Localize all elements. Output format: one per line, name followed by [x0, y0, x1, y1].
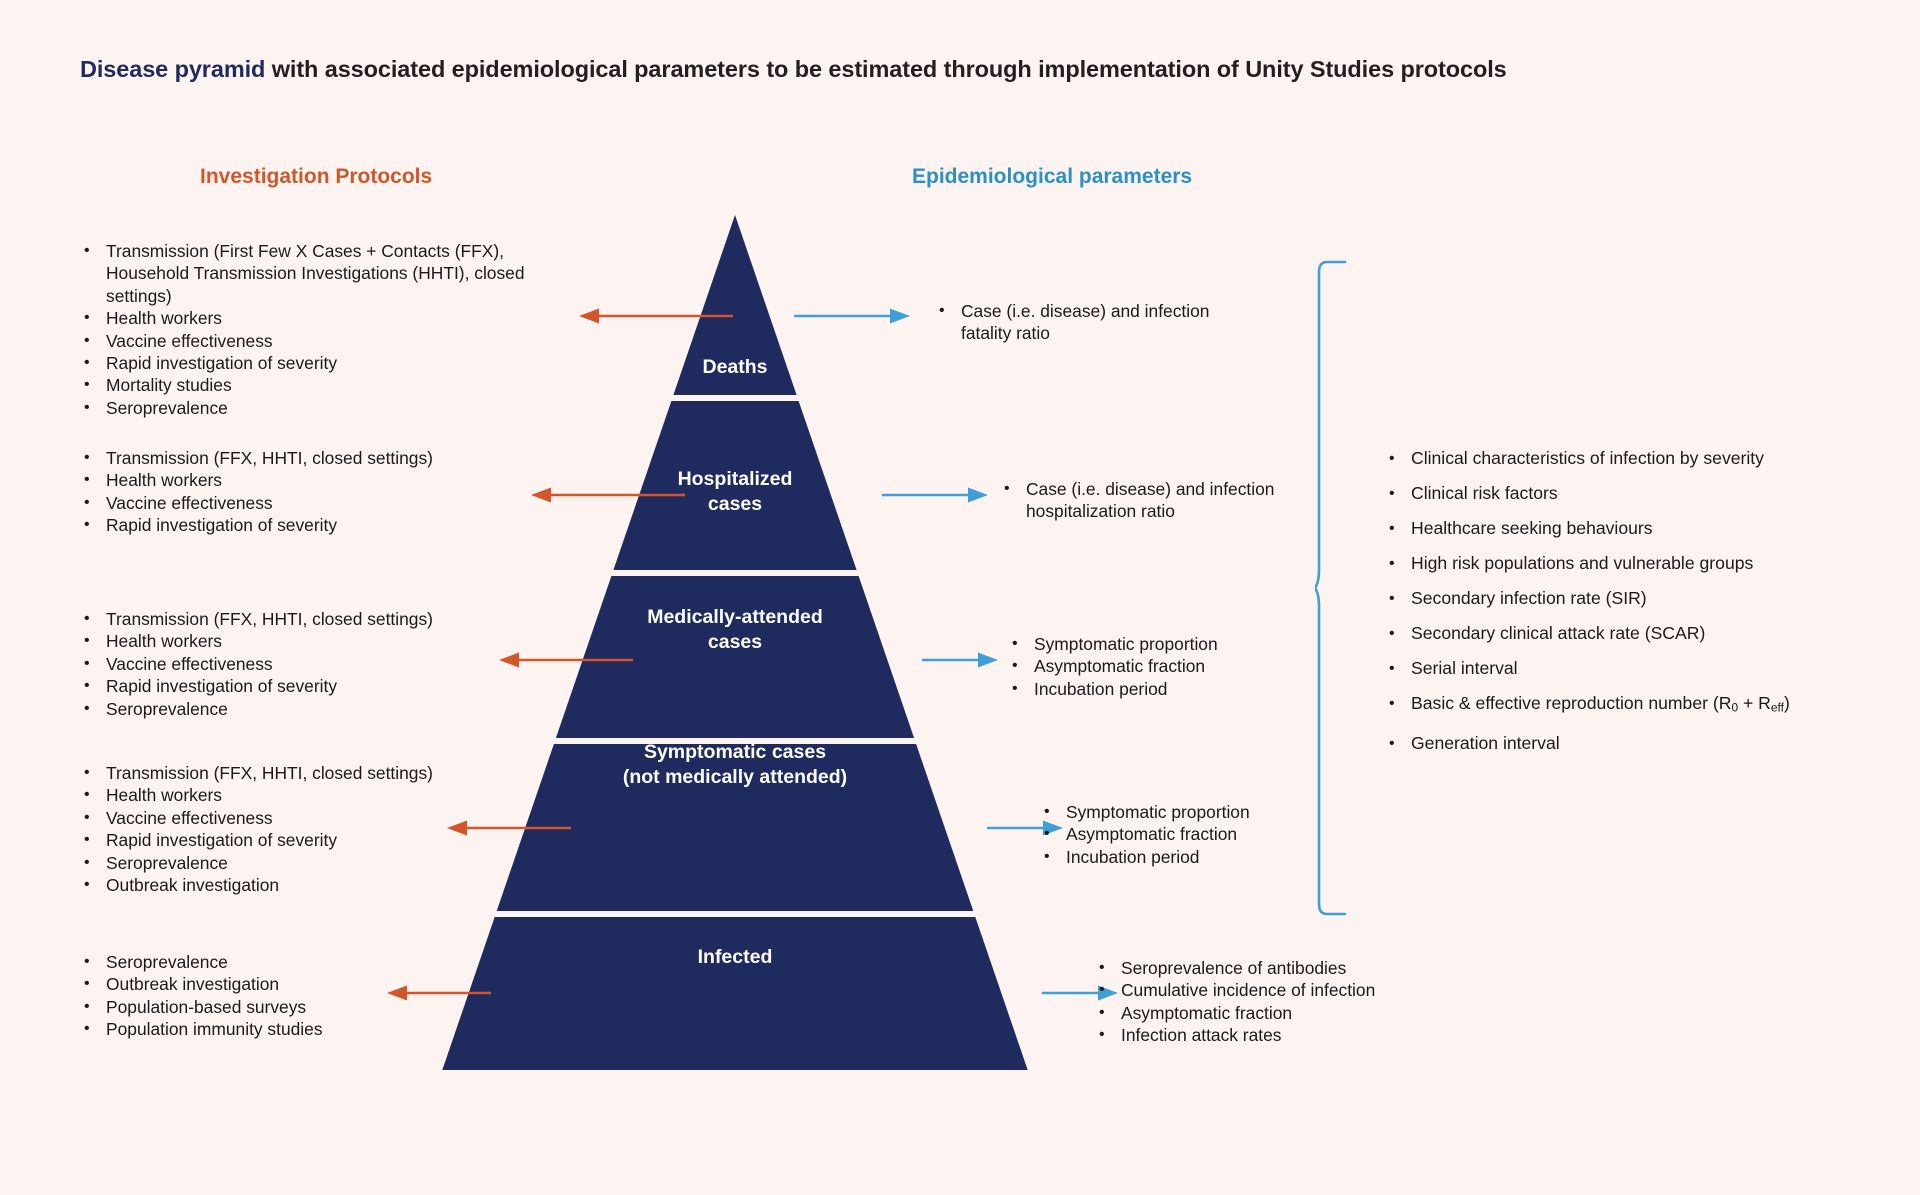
- list-item: Population-based surveys: [80, 996, 550, 1019]
- list-item: Transmission (First Few X Cases + Contac…: [80, 240, 550, 307]
- parameters-group-medically-attended: Symptomatic proportion Asymptomatic frac…: [1008, 633, 1308, 701]
- list-item: Mortality studies: [80, 374, 550, 397]
- list-item: Rapid investigation of severity: [80, 514, 550, 537]
- list-item: Clinical risk factors: [1385, 476, 1885, 511]
- pyramid-svg: [442, 215, 1028, 1070]
- protocols-group-symptomatic: Transmission (FFX, HHTI, closed settings…: [80, 762, 550, 897]
- repro-prefix: Basic & effective reproduction number (R: [1411, 693, 1732, 713]
- parameters-group-symptomatic: Symptomatic proportion Asymptomatic frac…: [1040, 801, 1340, 869]
- list-item: Cumulative incidence of infection: [1095, 979, 1435, 1002]
- list-item: Seroprevalence: [80, 698, 550, 721]
- list-item: Rapid investigation of severity: [80, 352, 550, 375]
- arrow-right-hospitalized: [882, 487, 988, 503]
- list-item: Vaccine effectiveness: [80, 653, 550, 676]
- pyramid-tier-infected[interactable]: [442, 917, 1028, 1070]
- parameters-group-hospitalized: Case (i.e. disease) and infection hospit…: [1000, 478, 1300, 523]
- list-item: Vaccine effectiveness: [80, 492, 550, 515]
- list-item: Generation interval: [1385, 726, 1885, 761]
- protocols-group-infected: Seroprevalence Outbreak investigation Po…: [80, 951, 550, 1041]
- list-item: Seroprevalence: [80, 852, 550, 875]
- list-item: Case (i.e. disease) and infection hospit…: [1000, 478, 1300, 523]
- column-header-epidemiological-parameters: Epidemiological parameters: [912, 165, 1193, 188]
- protocols-group-medically-attended: Transmission (FFX, HHTI, closed settings…: [80, 608, 550, 720]
- list-item: Vaccine effectiveness: [80, 330, 550, 353]
- list-item: Rapid investigation of severity: [80, 829, 550, 852]
- list-item: Population immunity studies: [80, 1018, 550, 1041]
- list-item: Outbreak investigation: [80, 973, 550, 996]
- list-item: Symptomatic proportion: [1008, 633, 1308, 656]
- pyramid-tier-deaths[interactable]: [673, 215, 797, 395]
- list-item: Seroprevalence: [80, 397, 550, 420]
- repro-suffix: ): [1783, 693, 1790, 713]
- list-item: Transmission (FFX, HHTI, closed settings…: [80, 608, 550, 631]
- list-item: Incubation period: [1008, 678, 1308, 701]
- list-item: Asymptomatic fraction: [1095, 1002, 1435, 1025]
- arrow-left-hospitalized: [531, 487, 685, 503]
- list-item: Seroprevalence of antibodies: [1095, 957, 1435, 980]
- list-item: Incubation period: [1040, 846, 1340, 869]
- list-item: Symptomatic proportion: [1040, 801, 1340, 824]
- list-item: Health workers: [80, 469, 550, 492]
- list-item: High risk populations and vulnerable gro…: [1385, 546, 1885, 581]
- list-item: Health workers: [80, 630, 550, 653]
- cross-cutting-brace: [1315, 260, 1347, 916]
- list-item: Serial interval: [1385, 651, 1885, 686]
- arrow-right-medically-attended: [922, 652, 998, 668]
- list-item: Healthcare seeking behaviours: [1385, 511, 1885, 546]
- list-item: Vaccine effectiveness: [80, 807, 550, 830]
- list-item: Outbreak investigation: [80, 874, 550, 897]
- page-title: Disease pyramid with associated epidemio…: [80, 56, 1507, 83]
- pyramid-tier-hospitalized-cases[interactable]: [613, 401, 857, 570]
- column-header-investigation-protocols: Investigation Protocols: [200, 165, 433, 188]
- list-item: Seroprevalence: [80, 951, 550, 974]
- list-item: Asymptomatic fraction: [1008, 655, 1308, 678]
- parameters-group-infected: Seroprevalence of antibodies Cumulative …: [1095, 957, 1435, 1047]
- list-item: Clinical characteristics of infection by…: [1385, 441, 1885, 476]
- repro-sub-eff: eff: [1770, 700, 1784, 715]
- list-item: Secondary clinical attack rate (SCAR): [1385, 616, 1885, 651]
- cross-cutting-parameters-list: Clinical characteristics of infection by…: [1385, 441, 1885, 761]
- list-item: Health workers: [80, 784, 550, 807]
- list-item: Transmission (FFX, HHTI, closed settings…: [80, 447, 550, 470]
- repro-mid: + R: [1738, 693, 1771, 713]
- arrow-right-deaths: [794, 308, 910, 324]
- list-item: Health workers: [80, 307, 550, 330]
- pyramid-tier-medically-attended-cases[interactable]: [555, 576, 915, 738]
- list-item-reproduction-number: Basic & effective reproduction number (R…: [1385, 686, 1885, 726]
- parameters-group-deaths: Case (i.e. disease) and infection fatali…: [935, 300, 1215, 345]
- pyramid-tier-symptomatic-cases[interactable]: [496, 744, 974, 911]
- list-item: Infection attack rates: [1095, 1024, 1435, 1047]
- list-item: Secondary infection rate (SIR): [1385, 581, 1885, 616]
- protocols-group-deaths: Transmission (First Few X Cases + Contac…: [80, 240, 550, 420]
- repro-sub-zero: 0: [1731, 700, 1739, 715]
- list-item: Transmission (FFX, HHTI, closed settings…: [80, 762, 550, 785]
- page-title-rest: with associated epidemiological paramete…: [265, 56, 1507, 82]
- page-title-highlight: Disease pyramid: [80, 56, 266, 82]
- list-item: Rapid investigation of severity: [80, 675, 550, 698]
- arrow-left-deaths: [579, 308, 733, 324]
- protocols-group-hospitalized: Transmission (FFX, HHTI, closed settings…: [80, 447, 550, 537]
- list-item: Asymptomatic fraction: [1040, 823, 1340, 846]
- list-item: Case (i.e. disease) and infection fatali…: [935, 300, 1215, 345]
